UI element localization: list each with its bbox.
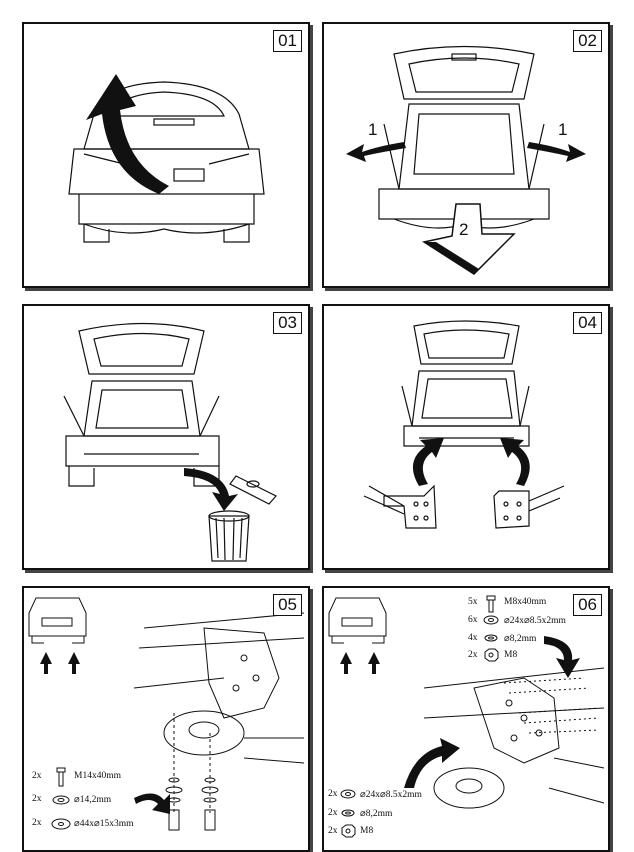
spring-washer-icon: [341, 809, 355, 817]
part-spec: ⌀44x⌀15x3mm: [74, 819, 134, 829]
part-qty: 5x: [468, 597, 478, 607]
step-panel-01: 01: [22, 22, 310, 288]
washer-icon: [483, 615, 499, 625]
curved-arrow-to-bin: [184, 468, 238, 511]
step-panel-04: 04: [322, 304, 610, 570]
bracket-install-left-illustration: [28, 597, 305, 831]
part-qty: 2x: [32, 771, 42, 781]
large-washer-icon: [51, 818, 71, 830]
step-panel-03: 03: [22, 304, 310, 570]
part-spec: M8: [504, 650, 518, 660]
part-qty: 2x: [468, 650, 478, 660]
washer-icon: [52, 795, 70, 805]
part-spec: ⌀24x⌀8.5x2mm: [360, 790, 422, 800]
nut-icon: [484, 648, 499, 662]
part-spec: M8x40mm: [504, 597, 547, 607]
part-spec: ⌀8,2mm: [360, 809, 393, 819]
curved-up-arrow: [86, 74, 169, 194]
arrow-right-1: [527, 142, 586, 162]
arrow-up-left: [412, 438, 444, 486]
part-qty: 2x: [32, 818, 42, 828]
step-number: 02: [573, 30, 602, 52]
part-qty: 2x: [32, 794, 42, 804]
curved-arrow-down-right: [544, 636, 580, 678]
car-rear-open-illustration: [346, 45, 586, 275]
bolt-icon: [56, 767, 66, 787]
curved-arrow-to-bolts: [134, 793, 170, 814]
arrow-up-right-small: [68, 652, 80, 674]
step-number: 05: [273, 594, 302, 616]
arrow-up-left-small: [40, 652, 52, 674]
arrow-label-1-right: 1: [558, 120, 568, 139]
car-rear-closed-illustration: [68, 74, 265, 243]
bracket-install-right-illustration: [328, 595, 605, 838]
part-qty: 6x: [468, 615, 478, 625]
arrow-up-left-small: [340, 652, 352, 674]
car-rear-open-trash-illustration: [63, 322, 277, 562]
arrow-up-right: [500, 438, 530, 486]
spring-washer-icon: [484, 634, 498, 642]
arrow-up-right-small: [368, 652, 380, 674]
part-qty: 4x: [468, 633, 478, 643]
step-panel-06: 5x M8x40mm 6x ⌀24x⌀8.5x2mm 4x ⌀8,2mm 2x …: [322, 586, 610, 852]
curved-arrow-to-bracket: [404, 738, 460, 788]
step-panel-02: 1 1 2 02: [322, 22, 610, 288]
step-number: 06: [573, 594, 602, 616]
arrow-label-2: 2: [459, 220, 469, 239]
nut-icon: [341, 824, 356, 838]
part-spec: M8: [360, 826, 374, 836]
step-number: 03: [273, 312, 302, 334]
washer-icon: [340, 789, 356, 799]
part-spec: ⌀8,2mm: [504, 634, 537, 644]
part-qty: 2x: [328, 826, 338, 836]
arrow-left-1: [346, 142, 406, 162]
step-panel-05: 2x M14x40mm 2x ⌀14,2mm 2x ⌀44x⌀15x3mm 05: [22, 586, 310, 852]
arrow-down-2: [422, 203, 516, 275]
car-rear-brackets-illustration: [363, 320, 565, 529]
part-qty: 2x: [328, 808, 338, 818]
arrow-label-1-left: 1: [368, 120, 378, 139]
step-number: 01: [273, 30, 302, 52]
step-number: 04: [573, 312, 602, 334]
bolt-icon: [486, 595, 496, 613]
part-qty: 2x: [328, 789, 338, 799]
part-spec: M14x40mm: [74, 771, 121, 781]
part-spec: ⌀14,2mm: [74, 795, 112, 805]
part-spec: ⌀24x⌀8.5x2mm: [504, 616, 566, 626]
